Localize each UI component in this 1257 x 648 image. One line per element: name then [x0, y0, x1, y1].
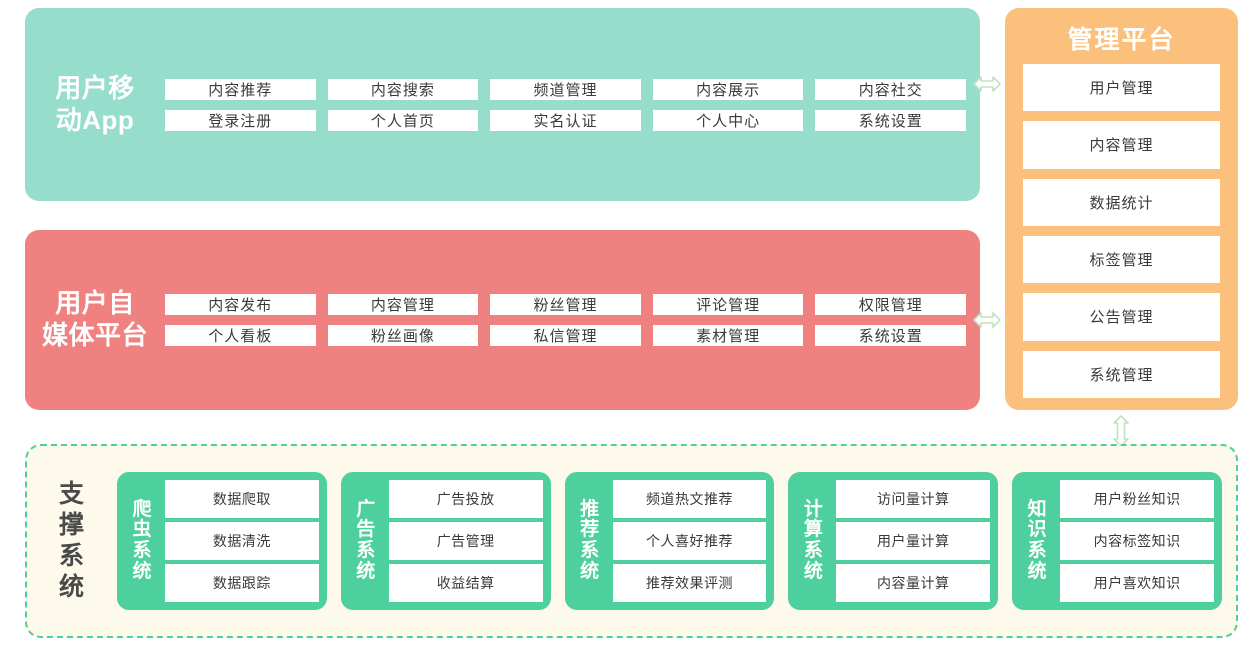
support-item[interactable]: 访问量计算 — [836, 480, 991, 518]
support-group-name: 爬虫系统 — [132, 498, 152, 582]
support-group-name: 计算系统 — [803, 498, 823, 582]
panel-self-media-label: 用户自 媒体平台 — [41, 288, 148, 350]
support-item[interactable]: 收益结算 — [388, 564, 543, 602]
support-group-name: 广告系统 — [356, 498, 376, 582]
panel-support-system: 支 撑 系 统 爬虫系统 数据爬取 数据清洗 数据跟踪 广告系统 广告投放 广告… — [25, 444, 1238, 638]
support-item[interactable]: 内容量计算 — [836, 564, 991, 602]
horizontal-double-arrow-icon-selfmedia — [972, 308, 1002, 332]
support-group-advertising: 广告系统 广告投放 广告管理 收益结算 — [340, 472, 551, 610]
module-cell[interactable]: 频道管理 — [490, 78, 641, 100]
panel-management: 管理平台 用户管理 内容管理 数据统计 标签管理 公告管理 系统管理 — [1005, 8, 1238, 410]
module-cell[interactable]: 内容发布 — [165, 294, 316, 315]
support-group-items: 广告投放 广告管理 收益结算 — [388, 480, 543, 602]
support-item[interactable]: 广告投放 — [388, 480, 543, 518]
management-item[interactable]: 系统管理 — [1023, 350, 1220, 398]
support-system-label: 支 撑 系 统 — [58, 479, 85, 602]
management-title: 管理平台 — [1067, 26, 1176, 54]
support-item[interactable]: 数据清洗 — [165, 522, 319, 560]
support-item[interactable]: 数据爬取 — [165, 480, 319, 518]
management-item[interactable]: 标签管理 — [1023, 235, 1220, 284]
support-item[interactable]: 用户喜欢知识 — [1060, 564, 1214, 602]
support-item[interactable]: 推荐效果评测 — [612, 564, 767, 602]
support-item[interactable]: 数据跟踪 — [165, 564, 319, 602]
module-cell[interactable]: 系统设置 — [815, 109, 966, 131]
management-item[interactable]: 公告管理 — [1023, 293, 1220, 341]
support-item[interactable]: 个人喜好推荐 — [612, 522, 767, 560]
management-item[interactable]: 用户管理 — [1023, 64, 1220, 112]
module-cell[interactable]: 粉丝管理 — [490, 294, 641, 315]
support-group-name: 知识系统 — [1027, 498, 1047, 582]
module-cell[interactable]: 内容社交 — [815, 78, 966, 100]
self-media-module-grid: 内容发布 内容管理 粉丝管理 评论管理 权限管理 个人看板 粉丝画像 私信管理 … — [165, 294, 966, 346]
support-group-items: 用户粉丝知识 内容标签知识 用户喜欢知识 — [1060, 480, 1214, 602]
module-cell[interactable]: 登录注册 — [165, 109, 316, 131]
management-item[interactable]: 内容管理 — [1023, 121, 1220, 169]
management-item-list: 用户管理 内容管理 数据统计 标签管理 公告管理 系统管理 — [1023, 64, 1220, 398]
module-cell[interactable]: 私信管理 — [490, 325, 641, 346]
horizontal-double-arrow-icon-app — [972, 72, 1002, 96]
module-cell[interactable]: 权限管理 — [815, 294, 966, 315]
management-item[interactable]: 数据统计 — [1023, 178, 1220, 226]
support-item[interactable]: 用户粉丝知识 — [1060, 480, 1214, 518]
module-cell[interactable]: 个人中心 — [652, 109, 804, 131]
module-cell[interactable]: 个人首页 — [327, 109, 479, 131]
module-cell[interactable]: 素材管理 — [652, 325, 804, 346]
module-cell[interactable]: 粉丝画像 — [327, 325, 479, 346]
module-cell[interactable]: 评论管理 — [652, 294, 804, 315]
module-cell[interactable]: 系统设置 — [815, 325, 966, 346]
panel-self-media: 用户自 媒体平台 内容发布 内容管理 粉丝管理 评论管理 权限管理 个人看板 粉… — [25, 230, 980, 410]
panel-mobile-app-label: 用户移 动App — [55, 72, 135, 135]
support-item[interactable]: 广告管理 — [388, 522, 543, 560]
support-item[interactable]: 频道热文推荐 — [612, 480, 767, 518]
module-cell[interactable]: 内容搜索 — [327, 78, 479, 100]
module-cell[interactable]: 内容展示 — [652, 78, 804, 100]
support-item[interactable]: 内容标签知识 — [1060, 522, 1214, 560]
module-cell[interactable]: 个人看板 — [165, 325, 316, 346]
support-group-items: 数据爬取 数据清洗 数据跟踪 — [165, 480, 319, 602]
module-cell[interactable]: 内容推荐 — [165, 78, 316, 100]
panel-mobile-app: 用户移 动App 内容推荐 内容搜索 频道管理 内容展示 内容社交 登录注册 个… — [25, 8, 980, 201]
support-group-recommendation: 推荐系统 频道热文推荐 个人喜好推荐 推荐效果评测 — [564, 472, 775, 610]
support-group-items: 频道热文推荐 个人喜好推荐 推荐效果评测 — [612, 480, 767, 602]
mobile-app-module-grid: 内容推荐 内容搜索 频道管理 内容展示 内容社交 登录注册 个人首页 实名认证 … — [165, 78, 966, 131]
support-group-crawler: 爬虫系统 数据爬取 数据清洗 数据跟踪 — [117, 472, 327, 610]
module-cell[interactable]: 实名认证 — [490, 109, 641, 131]
module-cell[interactable]: 内容管理 — [327, 294, 479, 315]
support-group-name: 推荐系统 — [580, 498, 600, 582]
support-group-items: 访问量计算 用户量计算 内容量计算 — [836, 480, 991, 602]
support-group-knowledge: 知识系统 用户粉丝知识 内容标签知识 用户喜欢知识 — [1012, 472, 1222, 610]
support-group-computation: 计算系统 访问量计算 用户量计算 内容量计算 — [788, 472, 999, 610]
vertical-double-arrow-icon-support — [1109, 414, 1133, 448]
support-item[interactable]: 用户量计算 — [836, 522, 991, 560]
